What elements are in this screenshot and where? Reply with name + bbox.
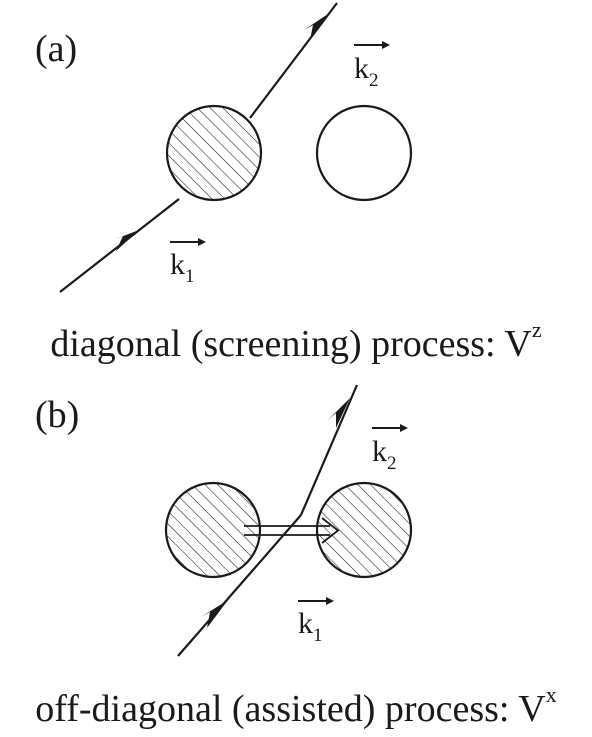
panel-b-k1-symbol: k <box>298 607 313 640</box>
panel-b-caption: off-diagonal (assisted) process: Vx <box>0 684 592 730</box>
panel-b-k2-label: k2 <box>372 424 408 474</box>
panel-a-caption: diagonal (screening) process: Vz <box>0 319 592 365</box>
panel-b-right-site <box>315 481 413 579</box>
panel-b-transfer-double-arrow <box>244 517 340 544</box>
panel-b-k2-symbol: k <box>372 435 387 468</box>
panel-a-caption-superscript: z <box>531 317 542 342</box>
panel-a-outgoing-arrowhead <box>304 14 328 40</box>
panel-b-k1-subscript: 1 <box>313 625 323 646</box>
panel-b-incoming-line <box>177 514 302 657</box>
panel-b-left-site <box>164 481 262 579</box>
svg-text:k2: k2 <box>354 52 379 91</box>
panel-a-label: (a) <box>35 28 78 70</box>
panel-a-k1-label: k1 <box>170 238 206 287</box>
panel-b-outgoing-line <box>299 384 359 516</box>
svg-text:k1: k1 <box>170 248 195 287</box>
panel-b-k1-label: k1 <box>298 597 334 646</box>
panel-a-k2-label: k2 <box>354 41 390 91</box>
panel-b-caption-text: off-diagonal (assisted) process: V <box>35 688 546 730</box>
panel-a-empty-site <box>315 104 413 202</box>
panel-a-occupied-site <box>165 104 263 202</box>
panel-b-incoming-arrowhead <box>201 600 228 628</box>
svg-text:k2: k2 <box>372 435 397 474</box>
panel-a-k1-subscript: 1 <box>185 266 195 287</box>
panel-b-k2-subscript: 2 <box>387 453 397 474</box>
panel-b-diagram: k2 k1 <box>164 384 413 657</box>
panel-a-k1-symbol: k <box>170 248 185 281</box>
panel-b-caption-superscript: x <box>545 682 557 707</box>
panel-b-outgoing-arrowhead <box>328 398 350 428</box>
panel-a-diagram: k2 k1 <box>59 2 413 293</box>
panel-a-k2-subscript: 2 <box>369 70 379 91</box>
panel-a-caption-text: diagonal (screening) process: V <box>50 323 532 365</box>
panel-b-label: (b) <box>35 394 80 436</box>
panel-a-k2-symbol: k <box>354 52 369 85</box>
panel-a-incoming-arrowhead <box>113 230 139 251</box>
panel-a-outgoing-line <box>249 2 338 119</box>
svg-text:k1: k1 <box>298 607 323 646</box>
